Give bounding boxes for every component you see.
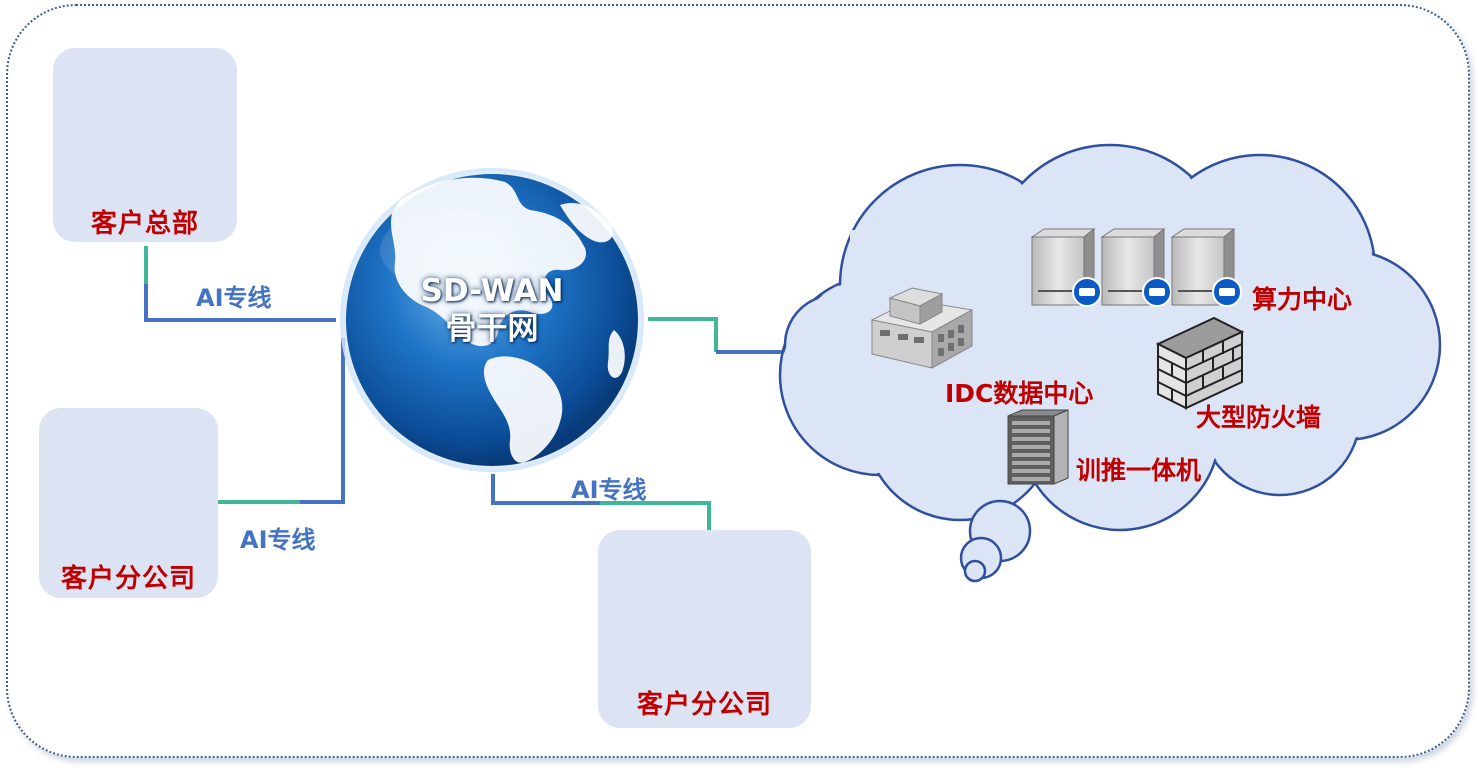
cloud-label-compute-center: 算力中心: [1252, 285, 1353, 314]
server-icon: [1030, 227, 1242, 307]
link-hq: [144, 246, 336, 322]
link-label-branch-bottom: AI专线: [571, 476, 647, 504]
link-branch-left: [218, 338, 345, 504]
link-cloud: [648, 317, 786, 354]
site-label-hq: 客户总部: [90, 209, 199, 239]
firewall-icon: [1155, 316, 1245, 410]
site-card-branch-left: 客户分公司: [39, 408, 218, 598]
cloud-label-idc: IDC数据中心: [945, 379, 1094, 408]
globe-icon: [340, 168, 644, 472]
server-rack-icon: [1007, 409, 1069, 485]
site-card-hq: 客户总部: [53, 48, 237, 242]
backbone-title-line1: SD-WAN: [420, 273, 564, 309]
backbone-title-line2: 骨干网: [445, 311, 539, 347]
link-branch-bottom: [491, 474, 711, 530]
link-label-hq: AI专线: [196, 284, 272, 312]
cloud-label-firewall: 大型防火墙: [1196, 403, 1322, 432]
site-label-branch-left: 客户分公司: [60, 564, 196, 594]
link-label-branch-left: AI专线: [240, 526, 316, 554]
cloud-label-training-appliance: 训推一体机: [1076, 456, 1202, 485]
site-label-branch-bottom: 客户分公司: [636, 690, 772, 720]
site-card-branch-bottom: 客户分公司: [598, 530, 811, 728]
datacenter-building-icon: [870, 287, 974, 369]
backbone-title: SD-WAN 骨干网: [392, 272, 592, 348]
cloud-shape: [778, 143, 1442, 583]
